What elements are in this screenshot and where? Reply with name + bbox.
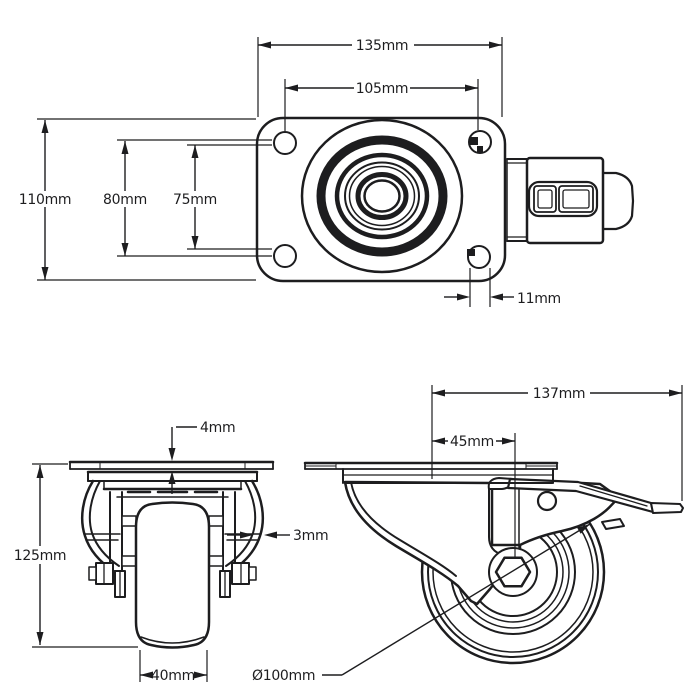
dim-wheel-diameter: Ø100mm xyxy=(252,523,591,684)
dim-bolt-spacing-width-label: 105mm xyxy=(356,81,409,97)
dim-bracket-thickness-label: 3mm xyxy=(293,528,328,544)
brake-pivot-hole xyxy=(536,490,558,512)
dim-overall-height-label: 125mm xyxy=(14,548,67,564)
dim-overall-depth-label: 110mm xyxy=(19,192,72,208)
dim-overall-width: 135mm xyxy=(257,37,503,117)
dim-bolt-spacing-width: 105mm xyxy=(284,79,479,131)
bolt-hole-bottom-right xyxy=(467,245,491,269)
dim-overall-length: 137mm xyxy=(431,385,683,501)
front-bolts xyxy=(88,562,257,598)
front-fork-legs xyxy=(81,479,264,574)
dim-wheel-width-label: 40mm xyxy=(151,668,195,684)
dim-wheel-width: 40mm xyxy=(139,650,208,684)
dim-swivel-offset: 45mm xyxy=(432,433,516,557)
bolt-hole-top-left xyxy=(273,131,297,155)
front-view: 4mm 125mm 3mm 40mm xyxy=(14,420,329,684)
dim-bolt-spacing-depth-outer: 80mm xyxy=(103,139,272,257)
dim-plate-thickness-label: 4mm xyxy=(200,420,235,436)
bolt-hole-top-right xyxy=(468,130,492,154)
side-hub xyxy=(488,547,538,597)
swivel-bearing-rings xyxy=(300,118,464,274)
side-view: 137mm 45mm Ø100mm xyxy=(252,385,684,684)
brake-pedal-tip xyxy=(650,502,684,514)
top-view: 135mm 105mm 110mm xyxy=(19,37,635,307)
dim-overall-height: 125mm xyxy=(14,463,138,648)
dim-overall-length-label: 137mm xyxy=(533,386,586,402)
rivet-mark xyxy=(470,137,478,145)
dim-bolt-spacing-depth-inner-label: 75mm xyxy=(173,192,217,208)
rivet-mark xyxy=(477,146,483,152)
dim-bracket-thickness: 3mm xyxy=(227,528,329,544)
side-fork xyxy=(343,479,620,606)
front-swivel-band xyxy=(86,470,259,498)
dim-plate-thickness: 4mm xyxy=(168,420,236,494)
dim-bolt-spacing-depth-outer-label: 80mm xyxy=(103,192,147,208)
brake-latch-tab xyxy=(601,518,625,530)
dim-bolt-hole-diameter-label: 11mm xyxy=(517,291,561,307)
dim-swivel-offset-label: 45mm xyxy=(450,434,494,450)
front-plate xyxy=(68,460,275,470)
front-wheel xyxy=(134,501,211,649)
brake-pedal-top xyxy=(506,156,635,245)
front-axle-caps xyxy=(121,515,224,567)
dim-bolt-spacing-depth-inner: 75mm xyxy=(173,144,272,250)
dim-overall-depth: 110mm xyxy=(19,118,256,281)
rivet-mark xyxy=(467,249,475,256)
dim-overall-width-label: 135mm xyxy=(356,38,409,54)
dim-wheel-diameter-label: Ø100mm xyxy=(252,668,315,684)
dim-bolt-hole-diameter: 11mm xyxy=(444,268,561,307)
axle-hex-nut xyxy=(494,556,532,588)
bolt-hole-bottom-left xyxy=(273,244,297,268)
top-plate-outline xyxy=(255,116,507,283)
